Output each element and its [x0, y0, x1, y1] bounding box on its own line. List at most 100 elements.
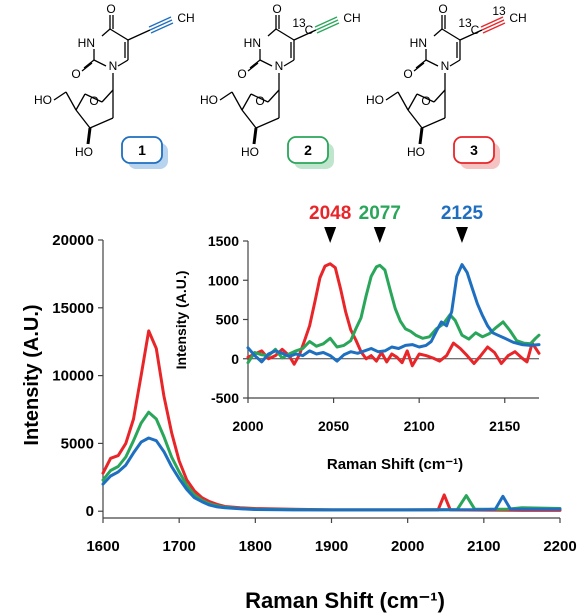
sugar-bond: [397, 91, 409, 111]
main-x-tick-label: 2200: [543, 538, 576, 555]
ring-bond: [109, 28, 129, 41]
inset-y-tick-label: 0: [231, 351, 239, 367]
main-x-tick-label: 2100: [467, 538, 500, 555]
inset-x-axis-label: Raman Shift (cm⁻¹): [327, 456, 463, 473]
sugar-bond: [53, 91, 67, 101]
compound-number: 1: [138, 142, 146, 158]
ring-bond: [425, 59, 439, 67]
sugar-bond: [89, 117, 114, 129]
oxygen-label: O: [438, 2, 447, 16]
ring-bond: [93, 59, 107, 67]
main-x-tick-label: 1700: [162, 538, 195, 555]
alkyne-single-bond: [459, 29, 483, 41]
inset-x-tick-label: 2100: [404, 418, 435, 434]
sugar-bond: [385, 91, 399, 101]
carbonyl-bond: [81, 62, 93, 72]
inset-x-tick-label: 2150: [489, 418, 520, 434]
ring-bond: [117, 59, 129, 67]
alkyne-triple-bond: [149, 19, 173, 31]
peak-arrow-marker: [455, 227, 468, 243]
inset-x-tick-label: 2050: [318, 418, 349, 434]
alkyne-triple-bond: [482, 22, 506, 34]
terminal-ch-label: CH: [509, 11, 526, 25]
sugar-bond: [86, 127, 92, 145]
carbonyl-bond: [413, 62, 425, 72]
ring-bond: [275, 28, 295, 41]
sugar-bond: [101, 89, 114, 103]
sugar-bond: [407, 93, 418, 111]
compound-badge: [121, 136, 163, 164]
nh-label: HN: [244, 36, 261, 50]
carbonyl-bond: [247, 62, 259, 72]
isotope-label: 13: [492, 4, 506, 18]
alkyne-single-bond: [293, 29, 317, 41]
inset-x-tick-label: 2000: [232, 418, 263, 434]
nh-label: HN: [78, 36, 95, 50]
hydroxyl-label: HO: [34, 93, 52, 107]
compound-badge: [453, 136, 495, 164]
sugar-bond: [418, 127, 424, 145]
ring-bond: [101, 28, 111, 37]
main-series-line: [101, 329, 562, 512]
hydroxyl-label: HO: [241, 145, 259, 159]
inset-y-tick-label: 500: [216, 312, 240, 328]
ring-bond: [433, 28, 443, 37]
alkyne-single-bond: [127, 29, 151, 41]
alkyne-triple-bond: [481, 19, 505, 31]
sugar-bond: [75, 93, 86, 111]
main-y-tick-label: 5000: [61, 435, 94, 452]
inset-series-line: [246, 263, 541, 364]
ring-bond: [441, 28, 461, 41]
sugar-bond: [84, 93, 103, 103]
peak-label: 2125: [441, 203, 484, 224]
terminal-ch-label: CH: [343, 11, 360, 25]
ring-oxygen-label: O: [255, 94, 264, 108]
inset-axes: -500 0 500 1000 1500 2000 2050 2100 2150: [208, 233, 539, 434]
sugar-bond: [241, 109, 257, 129]
main-x-tick-label: 1800: [239, 538, 272, 555]
terminal-ch-label: CH: [177, 11, 194, 25]
main-y-tick-label: 0: [86, 503, 94, 520]
main-x-tick-label: 2000: [391, 538, 424, 555]
carbonyl-bond: [249, 59, 261, 69]
inset-y-tick-label: 1000: [208, 272, 239, 288]
peak-arrow-marker: [324, 227, 337, 243]
carbon-label: C: [305, 23, 314, 37]
sugar-bond: [250, 93, 269, 103]
alkyne-triple-bond: [150, 22, 174, 34]
ring-bond: [449, 59, 461, 67]
inset-y-tick-label: 1500: [208, 233, 239, 249]
inset-y-tick-label: -500: [211, 390, 239, 406]
oxygen-label: O: [106, 2, 115, 16]
main-series-line: [101, 436, 562, 512]
ring-bond: [259, 59, 273, 67]
main-y-tick-label: 15000: [52, 300, 94, 317]
hydroxyl-label: HO: [75, 145, 93, 159]
sugar-bond: [421, 117, 446, 129]
main-series: [101, 329, 562, 512]
oxygen-label: O: [403, 67, 412, 81]
sugar-bond: [252, 127, 258, 145]
carbonyl-bond: [415, 59, 427, 69]
inset-series-line: [246, 263, 541, 365]
ring-bond: [267, 28, 277, 37]
ring-bond: [283, 59, 295, 67]
nitrogen-label: N: [441, 59, 450, 73]
compound-badge: [287, 136, 329, 164]
peak-label: 2048: [309, 203, 351, 224]
sugar-bond: [416, 93, 435, 103]
nh-label: HN: [410, 36, 427, 50]
main-y-tick-label: 10000: [52, 368, 94, 385]
alkyne-triple-bond: [148, 16, 172, 28]
sugar-bond: [65, 91, 77, 111]
isotope-label: 13: [458, 16, 472, 30]
peak-arrow-marker: [373, 227, 386, 243]
sugar-bond: [267, 89, 280, 103]
carbonyl-bond: [83, 59, 95, 69]
